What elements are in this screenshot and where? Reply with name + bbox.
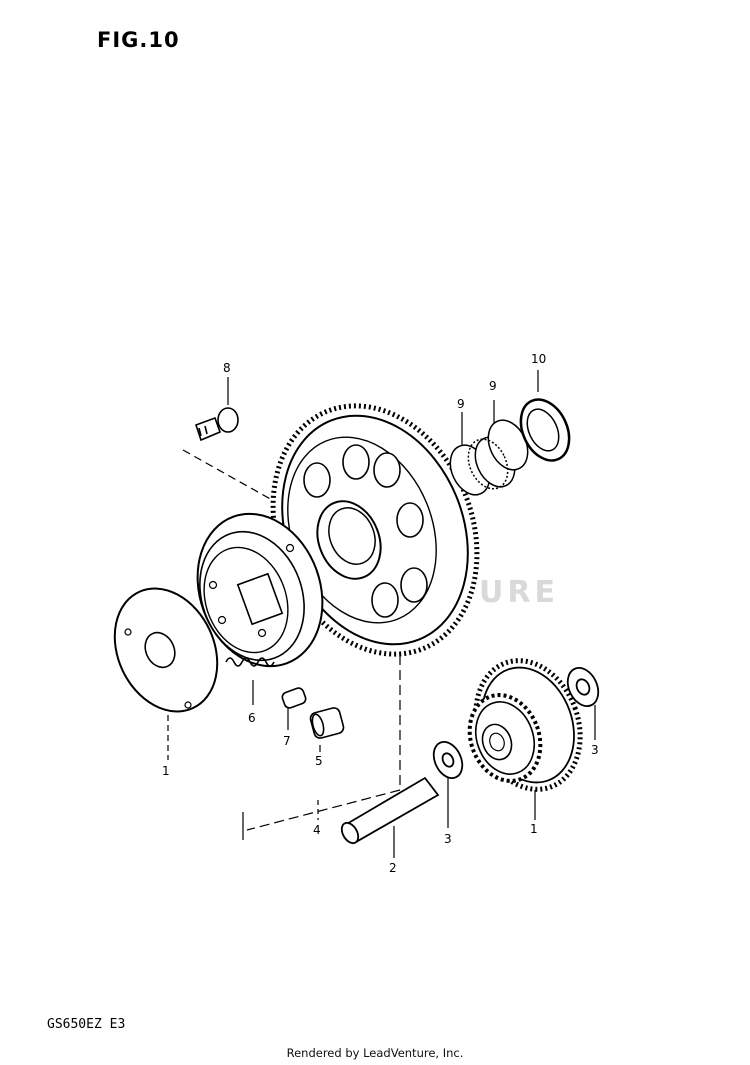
footer-credit: Rendered by LeadVenture, Inc. xyxy=(286,1046,464,1060)
figure-title: FIG.10 xyxy=(97,28,180,52)
thrust-plate-left xyxy=(113,587,219,713)
callout-bearing-a: 9 xyxy=(457,397,465,411)
callout-thrust-washer-left: 1 xyxy=(162,764,170,778)
roller xyxy=(309,707,345,739)
thrust-washer-top xyxy=(519,398,571,462)
callout-plunger: 7 xyxy=(283,734,291,748)
callout-thrust-washer-top: 10 xyxy=(531,352,546,366)
callout-washer-right: 3 xyxy=(591,743,599,757)
callout-shaft: 2 xyxy=(389,861,397,875)
model-code: GS650EZ E3 xyxy=(47,1017,126,1032)
plunger xyxy=(281,687,307,709)
callout-bearing-b: 9 xyxy=(489,379,497,393)
callout-roller: 5 xyxy=(315,754,323,768)
shaft xyxy=(340,776,440,845)
callout-spring: 6 xyxy=(248,711,256,725)
needle-bearings xyxy=(449,419,529,496)
callout-washer-mid: 3 xyxy=(444,832,452,846)
one-way-clutch xyxy=(196,512,324,668)
idler-gear xyxy=(467,658,583,792)
callout-labels: 8 1 5 6 7 4 2 3 1 3 9 9 10 xyxy=(162,352,599,875)
bolt xyxy=(194,407,239,442)
callout-gear-idler: 1 xyxy=(530,822,538,836)
washer-mid xyxy=(432,741,464,779)
callout-shaft-line: 4 xyxy=(313,823,321,837)
spring xyxy=(225,657,275,667)
washer-right xyxy=(566,667,600,707)
starter-driven-gear xyxy=(270,403,480,657)
callout-bolt: 8 xyxy=(223,361,231,375)
